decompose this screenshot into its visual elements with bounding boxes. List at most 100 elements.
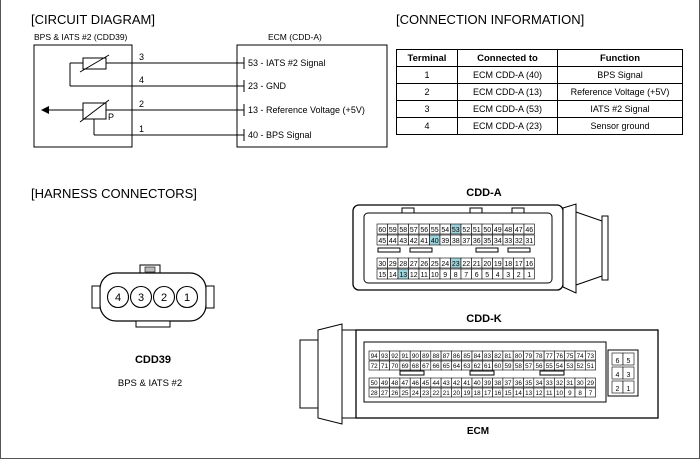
cddk-pin-label-14: 14: [515, 390, 523, 397]
cdd39-name: CDD39: [135, 354, 171, 366]
cdda-pin-label-45: 45: [378, 238, 386, 245]
cddk-pin-label-1: 1: [627, 386, 631, 393]
cddk-pin-label-38: 38: [494, 380, 502, 387]
ecm-signal-40: 40 - BPS Signal: [248, 130, 312, 140]
cdda-pin-1: [523, 268, 535, 280]
pin-4-label: 4: [139, 75, 144, 85]
cdda-pin-label-42: 42: [410, 238, 418, 245]
cddk-pin-label-16: 16: [494, 390, 502, 397]
cddk-pin-51: [584, 360, 596, 371]
cdda-pin-label-10: 10: [431, 272, 439, 279]
cdda-pin-label-5: 5: [485, 272, 489, 279]
cddk-pin-label-61: 61: [484, 363, 492, 370]
cddk-pin-label-87: 87: [443, 353, 451, 360]
cddk-pin-label-30: 30: [577, 380, 585, 387]
cdda-pin-label-15: 15: [378, 272, 386, 279]
cdda-pin-label-14: 14: [389, 272, 397, 279]
cdda-pin-label-58: 58: [399, 227, 407, 234]
p-label: P: [108, 112, 114, 122]
cdda-pin-label-51: 51: [473, 227, 481, 234]
header-terminal: Terminal: [396, 49, 458, 67]
cdda-pin-label-11: 11: [421, 272, 428, 279]
cdd39-desc: BPS & IATS #2: [118, 378, 182, 389]
cddk-pin-label-62: 62: [474, 363, 482, 370]
cdda-pin-label-7: 7: [464, 272, 468, 279]
cddk-pin-label-22: 22: [432, 390, 440, 397]
terminal-cell: 2: [396, 83, 458, 101]
cddk-pin-label-23: 23: [422, 390, 430, 397]
cddk-pin-label-84: 84: [474, 353, 482, 360]
cddk-pin-label-35: 35: [525, 380, 533, 387]
cdda-pin-label-54: 54: [441, 227, 449, 234]
cddk-pin-label-37: 37: [505, 380, 513, 387]
cdda-connector-body: [352, 203, 609, 294]
cddk-pin-label-58: 58: [515, 363, 523, 370]
cddk-pin-label-81: 81: [505, 353, 513, 360]
cdda-pin-label-41: 41: [420, 238, 428, 245]
function-cell: BPS Signal: [557, 66, 683, 84]
cdd39-pin-4: [106, 285, 130, 309]
cddk-pin-label-80: 80: [515, 353, 523, 360]
cdda-pin-label-31: 31: [525, 238, 533, 245]
cddk-title: CDD-K: [466, 313, 501, 325]
cdda-pin-label-33: 33: [504, 238, 512, 245]
cdda-pin-label-23: 23: [452, 261, 460, 268]
arrow-left-icon: [41, 106, 49, 114]
cdda-pin-label-21: 21: [473, 261, 481, 268]
cddk-pin-29: [584, 377, 596, 388]
cdda-pin-label-59: 59: [389, 227, 397, 234]
connected-cell: ECM CDD-A (40): [457, 66, 558, 84]
cddk-pin-label-69: 69: [402, 363, 410, 370]
cdda-pin-label-57: 57: [410, 227, 418, 234]
cdda-pin-label-32: 32: [515, 238, 523, 245]
cddk-pin-label-93: 93: [381, 353, 389, 360]
cddk-pin-label-4: 4: [616, 372, 620, 379]
cddk-pin-label-18: 18: [474, 390, 482, 397]
cdda-pin-label-25: 25: [431, 261, 439, 268]
cdda-pin-label-37: 37: [462, 238, 470, 245]
connection-table: Terminal Connected to Function 1 ECM CDD…: [396, 49, 683, 135]
cdda-pin-label-50: 50: [483, 227, 491, 234]
ecm-signal-13: 13 - Reference Voltage (+5V): [248, 105, 365, 115]
cdda-pin-label-55: 55: [431, 227, 439, 234]
cddk-pin-label-39: 39: [484, 380, 492, 387]
cddk-pin-label-44: 44: [432, 380, 440, 387]
connected-cell: ECM CDD-A (23): [457, 117, 558, 135]
cdda-pin-label-22: 22: [462, 261, 470, 268]
cdda-pin-label-35: 35: [483, 238, 491, 245]
header-function: Function: [557, 49, 683, 67]
cdda-title: CDD-A: [466, 187, 501, 199]
cddk-pin-label-79: 79: [525, 353, 533, 360]
cddk-pin-label-77: 77: [546, 353, 554, 360]
cddk-pin-label-34: 34: [535, 380, 543, 387]
ecm-box: [236, 44, 388, 148]
cdda-pin-label-17: 17: [515, 261, 523, 268]
ecm-signal-53: 53 - IATS #2 Signal: [248, 58, 325, 68]
cddk-pin-label-33: 33: [546, 380, 554, 387]
cdda-pin-label-9: 9: [443, 272, 447, 279]
cddk-pin-label-15: 15: [505, 390, 513, 397]
function-cell: IATS #2 Signal: [557, 100, 683, 118]
cddk-pin-label-86: 86: [453, 353, 461, 360]
cddk-pin-label-10: 10: [556, 390, 564, 397]
cddk-pin-label-5: 5: [627, 358, 631, 365]
cdda-pin-label-56: 56: [420, 227, 428, 234]
cdda-pin-label-3: 3: [506, 272, 510, 279]
cddk-pin-label-74: 74: [577, 353, 585, 360]
cddk-pin-label-67: 67: [422, 363, 430, 370]
cddk-pin-label-26: 26: [391, 390, 399, 397]
ecm-connector-label: ECM: [467, 426, 489, 437]
cddk-pin-label-19: 19: [463, 390, 471, 397]
table-header-row: Terminal Connected to Function: [396, 49, 683, 67]
cddk-pin-73: [584, 350, 596, 361]
cddk-pin-label-8: 8: [578, 390, 582, 397]
cdda-pin-label-18: 18: [504, 261, 512, 268]
connected-cell: ECM CDD-A (13): [457, 83, 558, 101]
cdda-pin-16: [523, 257, 535, 269]
cdda-pin-label-60: 60: [378, 227, 386, 234]
cddk-pin-label-13: 13: [525, 390, 533, 397]
cdd39-pin-label-1: 1: [184, 292, 190, 304]
cdda-pin-label-8: 8: [454, 272, 458, 279]
ecm-signal-23: 23 - GND: [248, 81, 287, 91]
cdda-pin-label-52: 52: [462, 227, 470, 234]
